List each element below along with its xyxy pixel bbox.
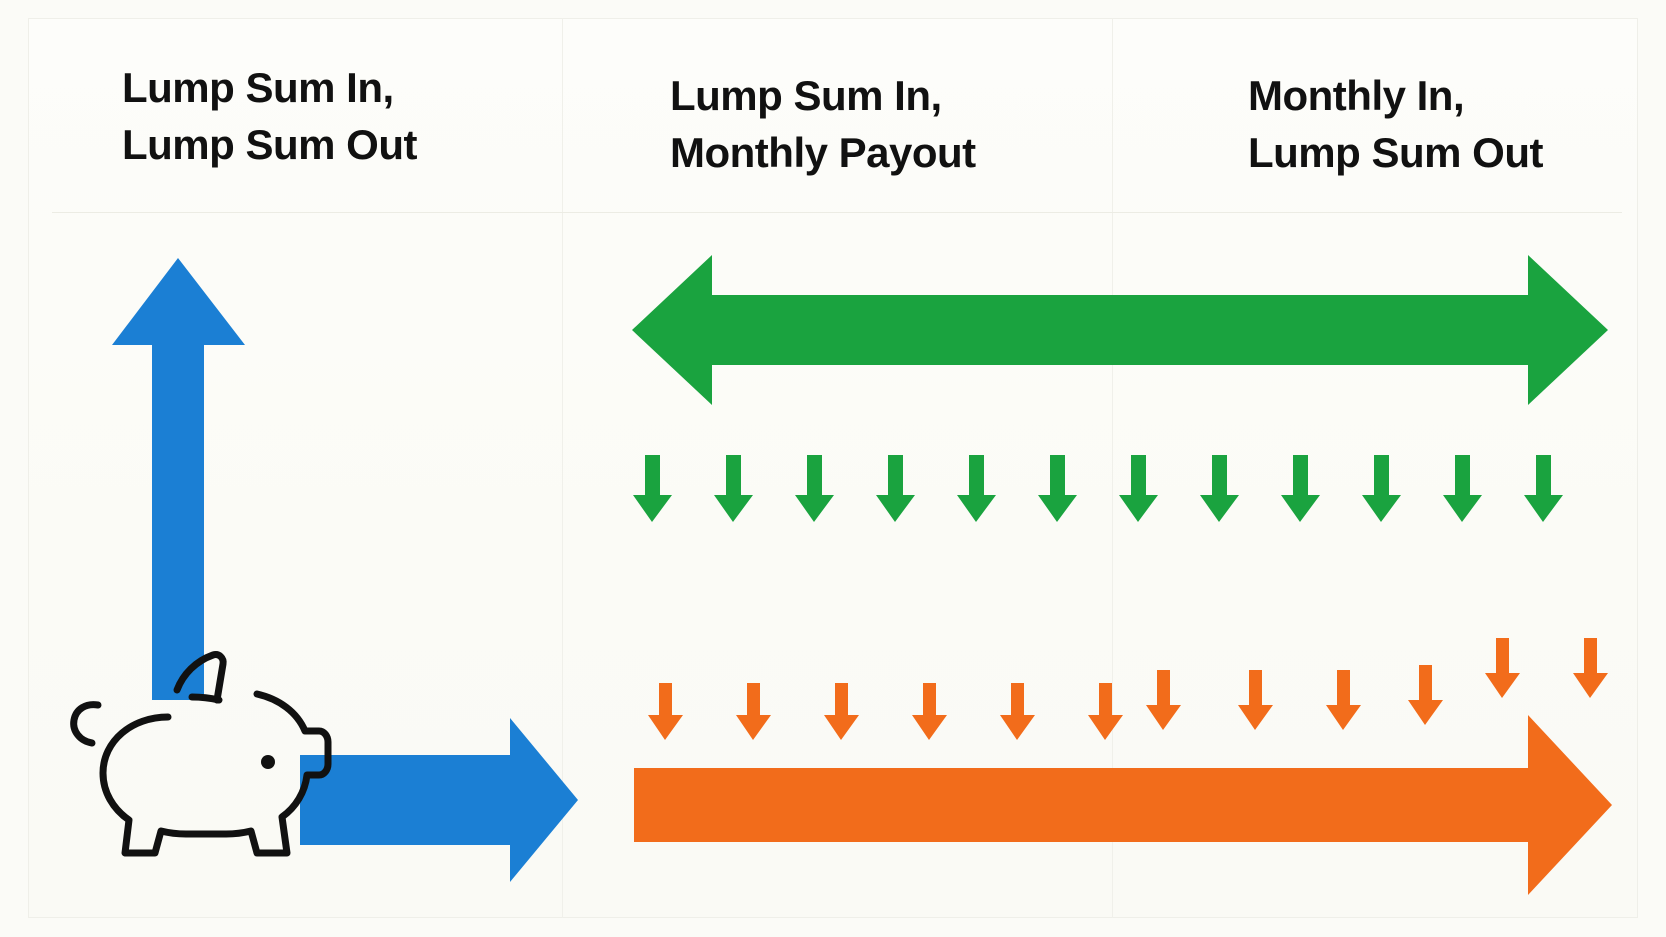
lump-sum-in-up-arrow xyxy=(112,258,245,700)
header-rule xyxy=(52,212,1622,213)
orange-arrow-1 xyxy=(648,683,683,740)
orange-arrow-7 xyxy=(1146,670,1181,730)
orange-arrow-8 xyxy=(1238,670,1273,730)
column-heading-lump-sum-in-monthly-payout: Lump Sum In, Monthly Payout xyxy=(670,72,976,176)
monthly-in-double-arrow xyxy=(632,255,1608,405)
orange-arrow-11 xyxy=(1485,638,1520,698)
green-arrow-12 xyxy=(1524,455,1563,522)
green-monthly-payout-arrows xyxy=(633,455,1563,522)
column-heading-lump-sum-in-lump-sum-out: Lump Sum In, Lump Sum Out xyxy=(122,64,417,168)
piggy-bank-icon xyxy=(70,651,332,857)
monthly-contribution-right-arrow xyxy=(634,715,1612,895)
green-arrow-9 xyxy=(1281,455,1320,522)
orange-monthly-contribution-arrows xyxy=(648,638,1608,740)
orange-arrow-3 xyxy=(824,683,859,740)
green-arrow-5 xyxy=(957,455,996,522)
orange-arrow-9 xyxy=(1326,670,1361,730)
orange-arrow-4 xyxy=(912,683,947,740)
column-heading-monthly-in-lump-sum-out: Monthly In, Lump Sum Out xyxy=(1248,72,1543,176)
green-arrow-6 xyxy=(1038,455,1077,522)
orange-arrow-2 xyxy=(736,683,771,740)
green-arrow-1 xyxy=(633,455,672,522)
column-divider-1 xyxy=(562,18,563,918)
orange-arrow-10 xyxy=(1408,665,1443,725)
orange-arrow-12 xyxy=(1573,638,1608,698)
green-arrow-8 xyxy=(1200,455,1239,522)
green-arrow-10 xyxy=(1362,455,1401,522)
orange-arrow-5 xyxy=(1000,683,1035,740)
column-divider-2 xyxy=(1112,18,1113,918)
green-arrow-7 xyxy=(1119,455,1158,522)
green-arrow-3 xyxy=(795,455,834,522)
green-arrow-2 xyxy=(714,455,753,522)
lump-sum-out-right-arrow xyxy=(300,718,578,882)
green-arrow-11 xyxy=(1443,455,1482,522)
green-arrow-4 xyxy=(876,455,915,522)
orange-arrow-6 xyxy=(1088,683,1123,740)
